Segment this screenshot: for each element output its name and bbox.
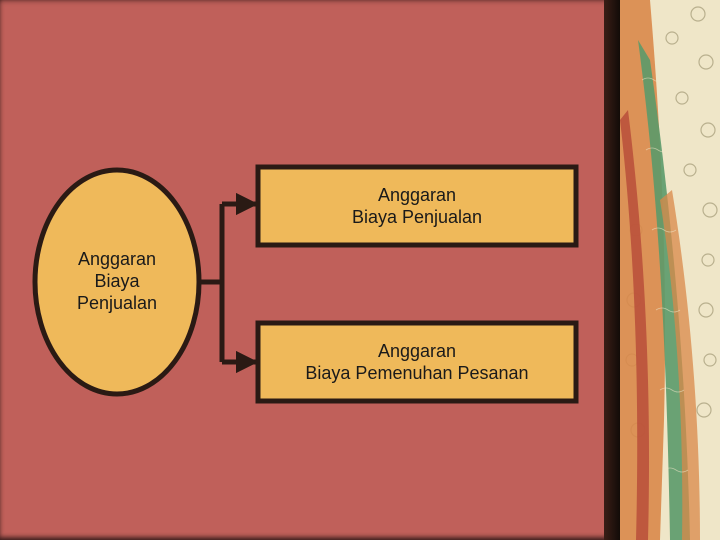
diagram-canvas [32, 164, 579, 404]
child-node-1-label: Anggaran Biaya Penjualan [351, 185, 483, 227]
child-node-1-box [255, 164, 579, 248]
root-node-label: Anggaran Biaya Penjualan [76, 249, 158, 313]
child-node-2-label: Anggaran Biaya Pemenuhan Pesanan [305, 341, 529, 383]
root-node-ellipse [32, 167, 202, 397]
slide-frame-shadow [604, 0, 620, 540]
decorative-fabric-strip [620, 0, 720, 540]
child-node-2-box [255, 320, 579, 404]
